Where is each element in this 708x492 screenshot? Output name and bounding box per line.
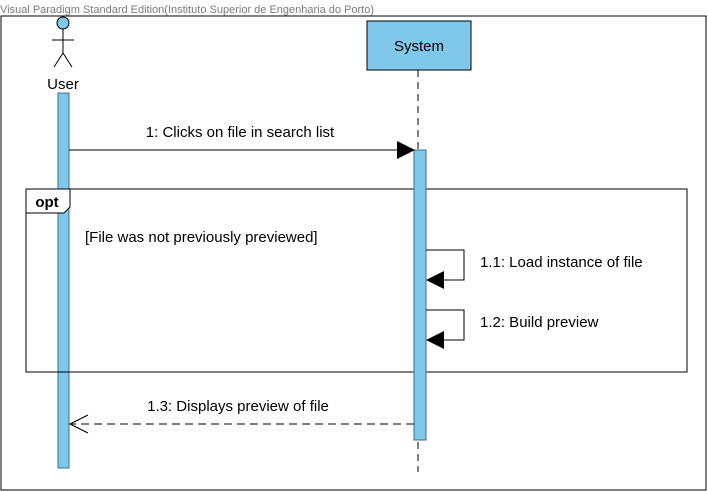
open-arrowhead-icon (68, 414, 89, 434)
fragment-operator: opt (35, 194, 58, 211)
watermark-text: Visual Paradigm Standard Edition(Institu… (0, 4, 375, 16)
message-1-2[interactable]: 1.2: Build preview (426, 309, 599, 349)
filled-arrowhead-icon (397, 141, 415, 159)
message-1[interactable]: 1: Clicks on file in search list (69, 124, 415, 159)
message-1-1[interactable]: 1.1: Load instance of file (426, 249, 643, 289)
actor-name: User (47, 76, 79, 93)
fragment-frame (25, 188, 688, 373)
fragment-guard: [File was not previously previewed] (85, 229, 318, 246)
system-lifeline-head[interactable]: System (366, 20, 472, 71)
user-activation-bar (57, 92, 70, 469)
message-label: 1.3: Displays preview of file (147, 398, 329, 415)
user-actor[interactable]: User (47, 16, 79, 93)
filled-arrowhead-icon (426, 331, 444, 349)
diagram-border (0, 15, 707, 491)
message-1-3[interactable]: 1.3: Displays preview of file (68, 398, 414, 434)
lifeline-name: System (394, 38, 444, 55)
system-activation-bar (413, 149, 427, 441)
fragment-operator-tab (25, 188, 71, 214)
message-label: 1.2: Build preview (480, 314, 599, 331)
message-label: 1: Clicks on file in search list (146, 124, 335, 141)
stick-figure-icon (52, 16, 74, 68)
opt-fragment[interactable]: opt [File was not previously previewed] (25, 188, 688, 373)
filled-arrowhead-icon (426, 271, 444, 289)
message-label: 1.1: Load instance of file (480, 254, 643, 271)
